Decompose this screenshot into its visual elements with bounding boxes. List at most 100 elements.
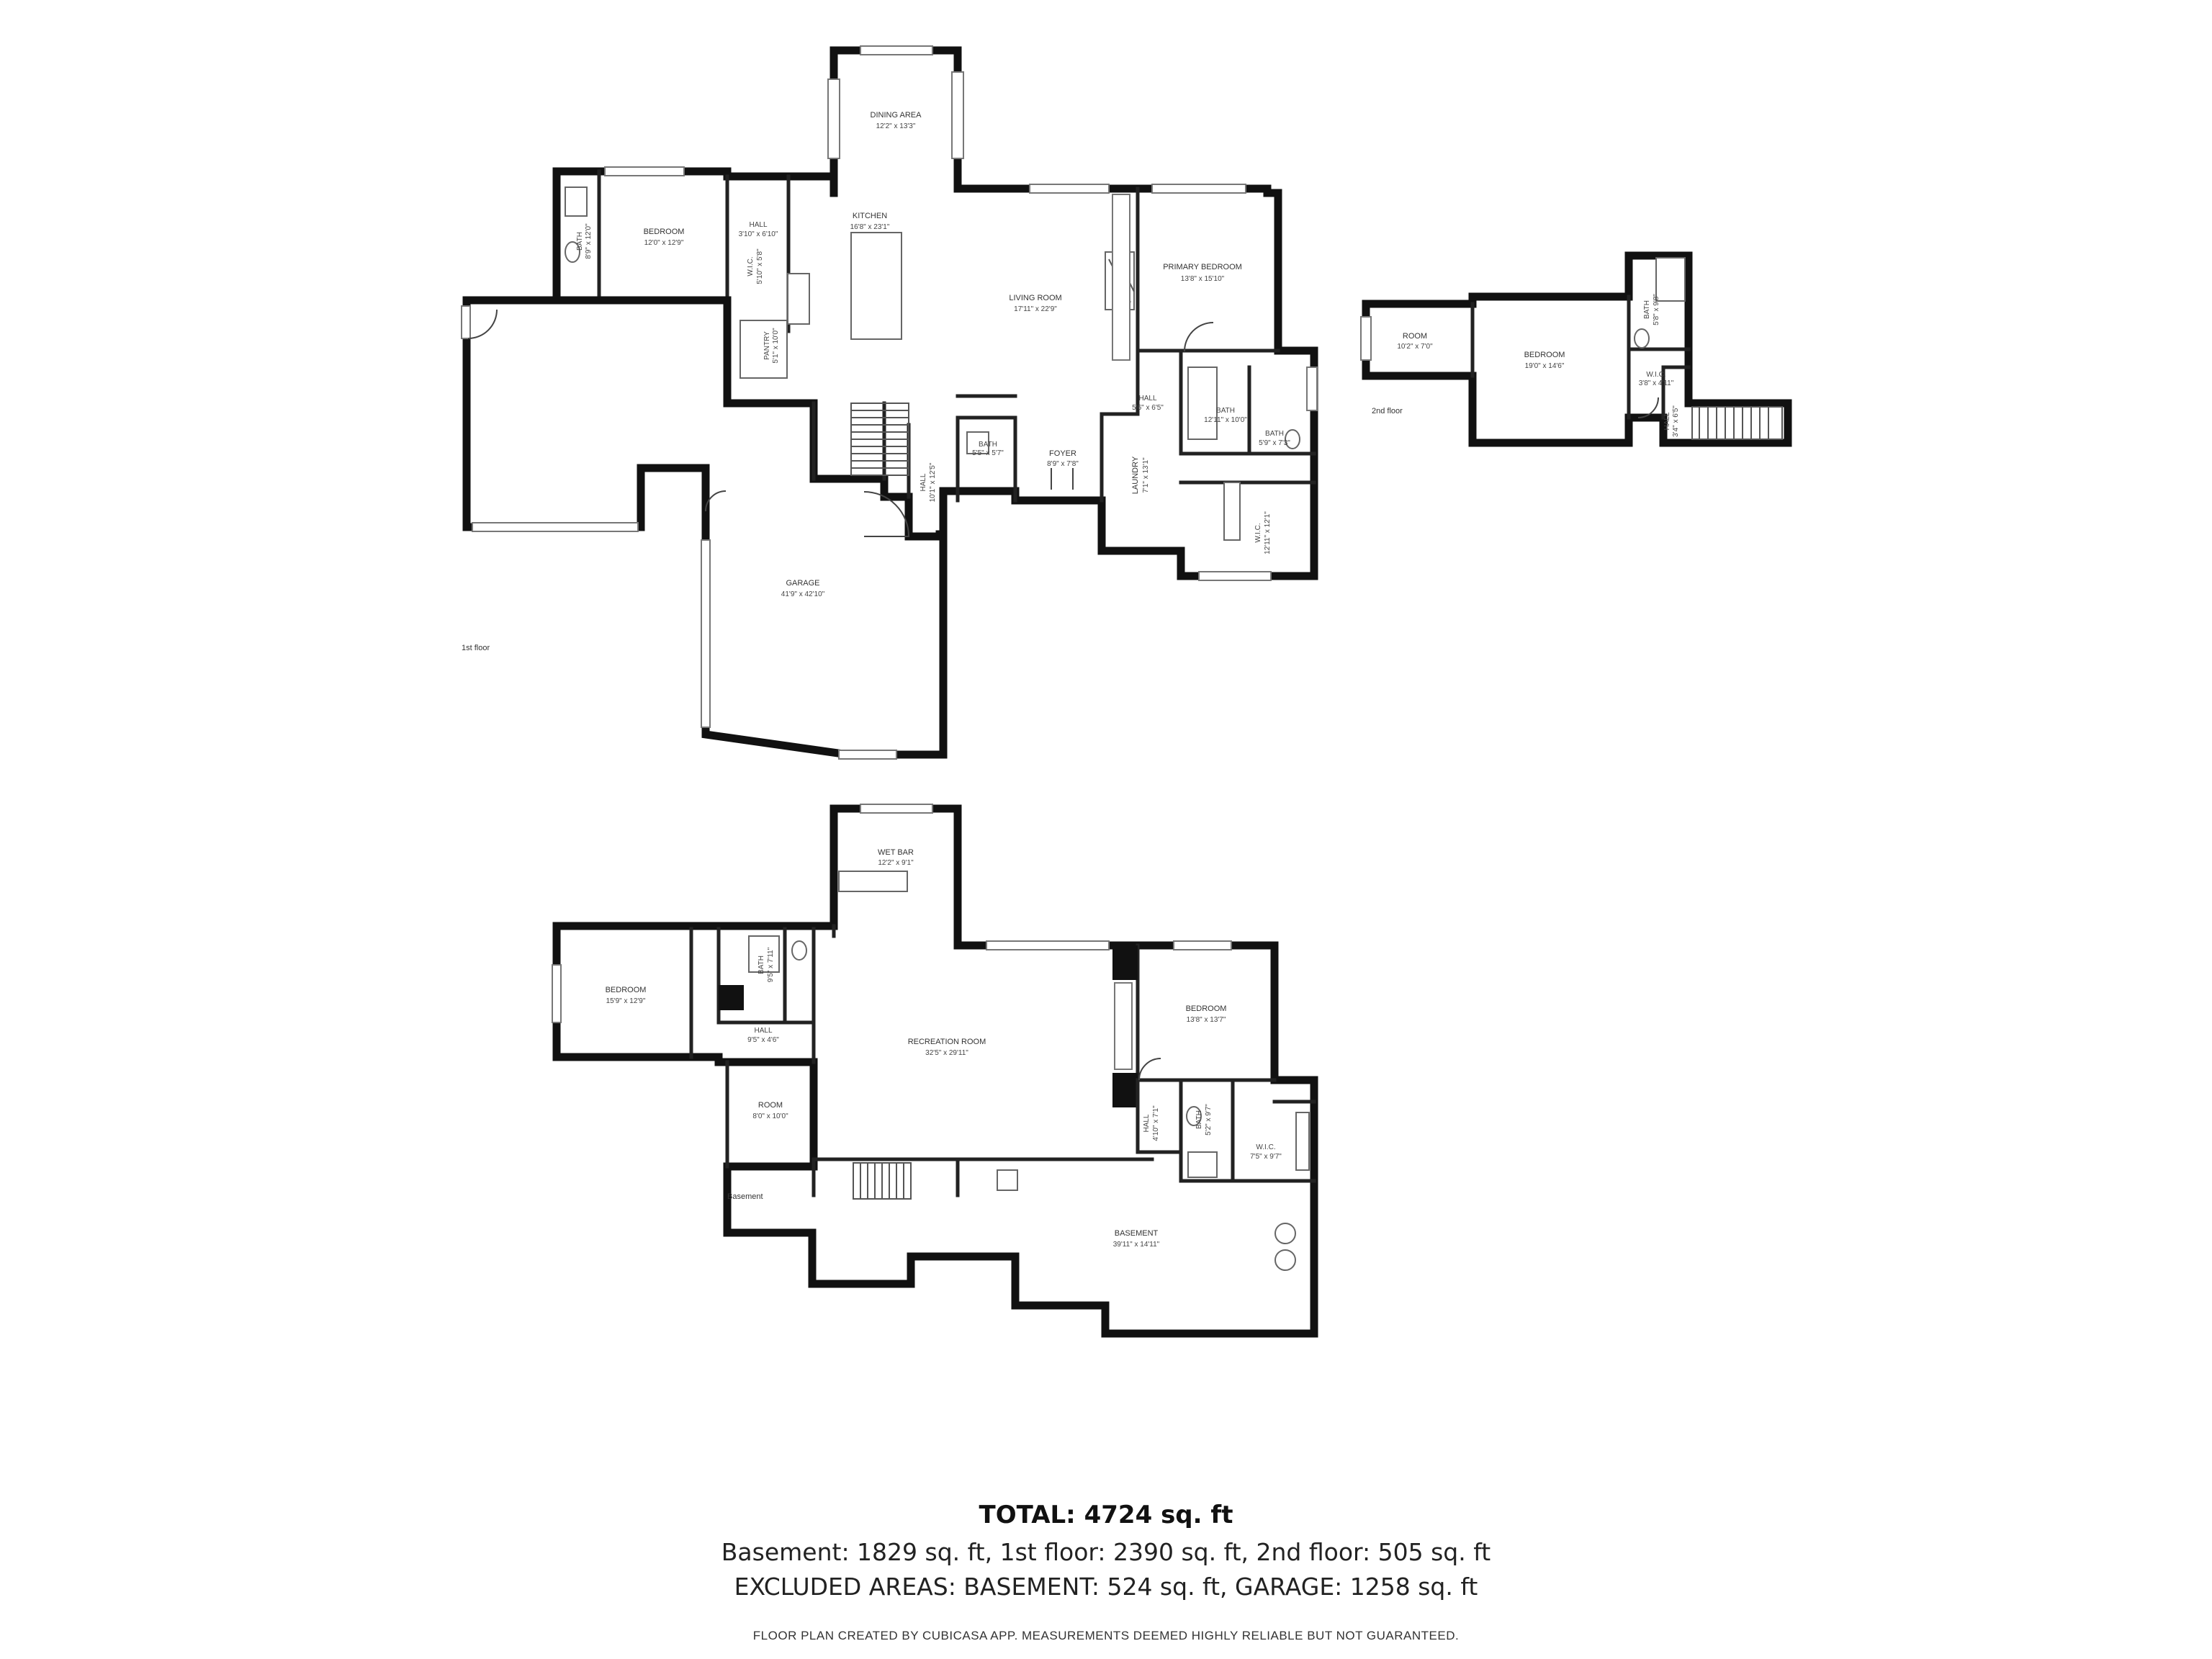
room-label: BEDROOM xyxy=(644,228,685,236)
room-label: W.I.C. xyxy=(1256,1143,1275,1151)
bathtub-icon xyxy=(1187,367,1218,440)
electrical-panel-icon xyxy=(1274,1249,1296,1271)
room-label: BATH xyxy=(1216,407,1235,415)
window xyxy=(860,804,933,814)
room-dims: 16'8" x 23'1" xyxy=(850,223,890,231)
stairs-icon xyxy=(1691,406,1783,440)
room-label: PRIMARY BEDROOM xyxy=(1163,263,1242,271)
room-dims: 12'0" x 12'9" xyxy=(644,239,684,247)
room-label: BEDROOM xyxy=(606,986,647,994)
room-dims: 17'11" x 22'9" xyxy=(1014,305,1057,313)
stairs-icon xyxy=(850,403,909,476)
window xyxy=(1173,940,1232,950)
room-label: DINING AREA xyxy=(871,111,922,120)
window xyxy=(1306,367,1318,411)
room-label: HALL xyxy=(920,473,927,491)
cooktop xyxy=(787,273,810,325)
room-dims: 5'8" x 9'8" xyxy=(1653,294,1660,325)
room-dims: 3'4" x 6'5" xyxy=(1672,405,1680,437)
first-floor-plan: DINING AREA 12'2" x 13'3" KITCHEN 16'8" … xyxy=(461,45,1318,760)
total-area: TOTAL: 4724 sq. ft xyxy=(979,1501,1233,1529)
kitchen-island xyxy=(850,232,902,340)
room-dims: 19'0" x 14'6" xyxy=(1525,362,1565,370)
room-dims: 8'0" x 10'0" xyxy=(752,1112,788,1120)
room-dims: 41'9" x 42'10" xyxy=(781,590,825,598)
structural-column xyxy=(1112,945,1138,980)
floor-label: Basement xyxy=(727,1192,763,1201)
room-dims: 10'1" x 12'5" xyxy=(929,462,937,502)
excluded-areas: EXCLUDED AREAS: BASEMENT: 524 sq. ft, GA… xyxy=(734,1573,1478,1601)
window xyxy=(827,78,840,159)
room-label: HALL xyxy=(749,221,767,229)
room-dims: 5'6" x 6'5" xyxy=(1132,404,1164,412)
room-dims: 13'8" x 13'7" xyxy=(1187,1016,1226,1024)
room-dims: 5'10" x 5'8" xyxy=(756,248,764,284)
room-label: LAUNDRY xyxy=(1131,456,1140,494)
window xyxy=(1029,184,1110,194)
electrical-panel-icon xyxy=(1274,1223,1296,1244)
room-label: W.I.C. xyxy=(1646,371,1665,379)
floor-label: 1st floor xyxy=(462,644,490,652)
closet-shelf xyxy=(1223,482,1241,541)
garage-door xyxy=(701,539,711,728)
room-dims: 3'8" x 4'11" xyxy=(1639,379,1674,387)
shower-icon xyxy=(748,935,780,973)
room-label: ROOM xyxy=(1403,332,1427,341)
toilet-icon xyxy=(1285,429,1300,449)
window xyxy=(1360,316,1372,361)
room-label: BATH xyxy=(757,956,765,974)
room-dims: 12'11" x 12'1" xyxy=(1264,511,1272,554)
window xyxy=(860,45,933,55)
window xyxy=(552,964,562,1023)
structural-column xyxy=(719,985,744,1010)
window xyxy=(1112,194,1130,361)
room-dims: 9'5" x 7'11" xyxy=(767,947,775,982)
room-dims: 39'11" x 14'11" xyxy=(1113,1241,1160,1249)
toilet-icon xyxy=(565,241,580,263)
room-dims: 7'5" x 9'7" xyxy=(1250,1153,1282,1161)
room-label: BEDROOM xyxy=(1524,351,1565,359)
sink-icon xyxy=(966,431,989,454)
room-label: HALL xyxy=(1138,395,1156,403)
toilet-icon xyxy=(1634,328,1650,349)
floor-areas: Basement: 1829 sq. ft, 1st floor: 2390 s… xyxy=(721,1538,1491,1566)
wet-bar-counter xyxy=(838,871,908,892)
room-label: WET BAR xyxy=(878,848,914,857)
room-label: LIVING ROOM xyxy=(1009,294,1061,302)
room-dims: 15'9" x 12'9" xyxy=(606,997,646,1005)
window xyxy=(1151,184,1246,194)
floor-label: 2nd floor xyxy=(1372,407,1403,415)
closet-shelf xyxy=(1295,1112,1310,1171)
room-label: KITCHEN xyxy=(853,212,887,220)
window xyxy=(986,940,1110,950)
room-dims: 8'9" x 12'0" xyxy=(585,223,593,259)
room-label: GARAGE xyxy=(786,579,819,588)
room-dims: 13'8" x 15'10" xyxy=(1181,275,1225,283)
room-label: BATH xyxy=(1643,300,1651,319)
room-dims: 10'2" x 7'0" xyxy=(1397,343,1433,351)
stairs-icon xyxy=(853,1162,912,1200)
room-dims: 12'2" x 9'1" xyxy=(878,859,914,867)
second-floor-plan: ROOM 10'2" x 7'0" BEDROOM 19'0" x 14'6" … xyxy=(1360,251,1792,447)
room-dims: 4'10" x 7'1" xyxy=(1152,1105,1160,1141)
pantry-shelf xyxy=(739,320,788,379)
door-swing-icon xyxy=(1637,397,1659,418)
disclaimer: FLOOR PLAN CREATED BY CUBICASA APP. MEAS… xyxy=(752,1629,1460,1642)
bathtub-icon xyxy=(1187,1151,1218,1178)
room-label: PANTRY xyxy=(763,331,771,360)
window xyxy=(461,305,471,339)
room-dims: 5'5" x 5'7" xyxy=(972,449,1004,457)
window xyxy=(838,750,897,760)
room-dims: 12'11" x 10'0" xyxy=(1204,416,1247,424)
window xyxy=(1114,982,1133,1070)
room-dims: 9'5" x 4'6" xyxy=(747,1036,779,1044)
room-label: HALL xyxy=(1143,1114,1151,1132)
floor-drain xyxy=(997,1169,1018,1191)
door-swing-icon xyxy=(705,490,727,512)
door-swing-icon xyxy=(467,309,498,339)
room-label: RECREATION ROOM xyxy=(908,1038,986,1046)
room-dims: 7'1" x 13'1" xyxy=(1142,457,1150,493)
room-dims: 3'10" x 6'10" xyxy=(739,230,778,238)
door-swing-icon xyxy=(1184,322,1214,352)
